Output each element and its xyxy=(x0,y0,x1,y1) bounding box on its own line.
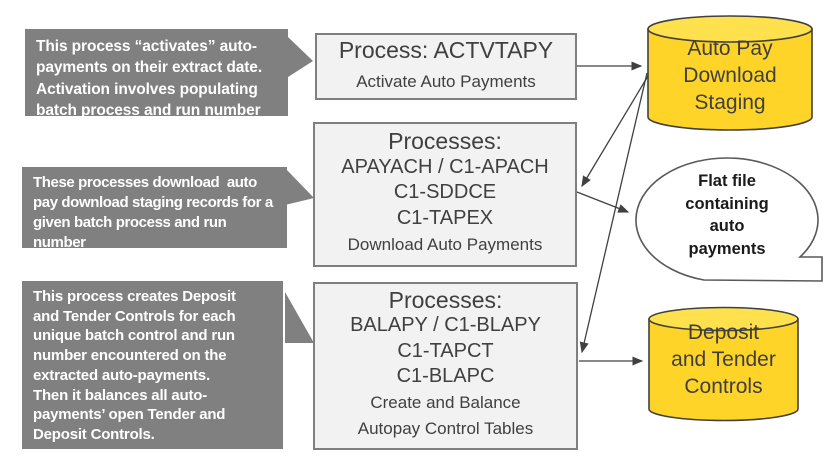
arrow-staging-to-balance xyxy=(579,72,648,354)
callout-activate: This process “activates” auto- payments … xyxy=(25,29,288,119)
callout-balance-pointer xyxy=(285,292,314,343)
process-box-activate-caption: Activate Auto Payments xyxy=(356,72,536,91)
flatfile-bubble-icon xyxy=(635,157,823,282)
process-box-balance-caption: Create and Balance Autopay Control Table… xyxy=(357,393,534,438)
process-box-balance: Processes: BALAPY / C1-BLAPY C1-TAPCT C1… xyxy=(313,282,578,450)
process-box-balance-heading: Processes: xyxy=(388,287,503,313)
process-box-download-heading: Processes: xyxy=(388,128,502,154)
process-box-download-caption: Download Auto Payments xyxy=(347,235,543,254)
callout-download-pointer xyxy=(285,168,314,205)
process-box-download: Processes: APAYACH / C1-APACH C1-SDDCE C… xyxy=(313,122,577,267)
process-box-download-codes: APAYACH / C1-APACH C1-SDDCE C1-TAPEX xyxy=(341,155,549,229)
arrow-download-to-flatfile xyxy=(576,191,630,213)
process-box-activate-heading: Process: ACTVTAPY xyxy=(338,37,554,63)
callout-activate-pointer xyxy=(288,37,313,77)
callout-download: These processes download auto pay downlo… xyxy=(22,167,287,251)
staging-cylinder-icon xyxy=(647,15,813,131)
controls-cylinder-label: Deposit and Tender Controls xyxy=(671,321,776,398)
callout-balance: This process creates Deposit and Tender … xyxy=(22,281,283,449)
process-box-balance-codes: BALAPY / C1-BLAPY C1-TAPCT C1-BLAPC xyxy=(350,314,541,388)
arrow-staging-to-download xyxy=(581,75,649,188)
flatfile-label: Flat file containing auto payments xyxy=(685,172,769,258)
process-box-activate: Process: ACTVTAPY Activate Auto Payments xyxy=(315,33,577,100)
controls-cylinder-icon xyxy=(648,306,799,422)
staging-cylinder-label: Auto Pay Download Staging xyxy=(683,37,777,114)
